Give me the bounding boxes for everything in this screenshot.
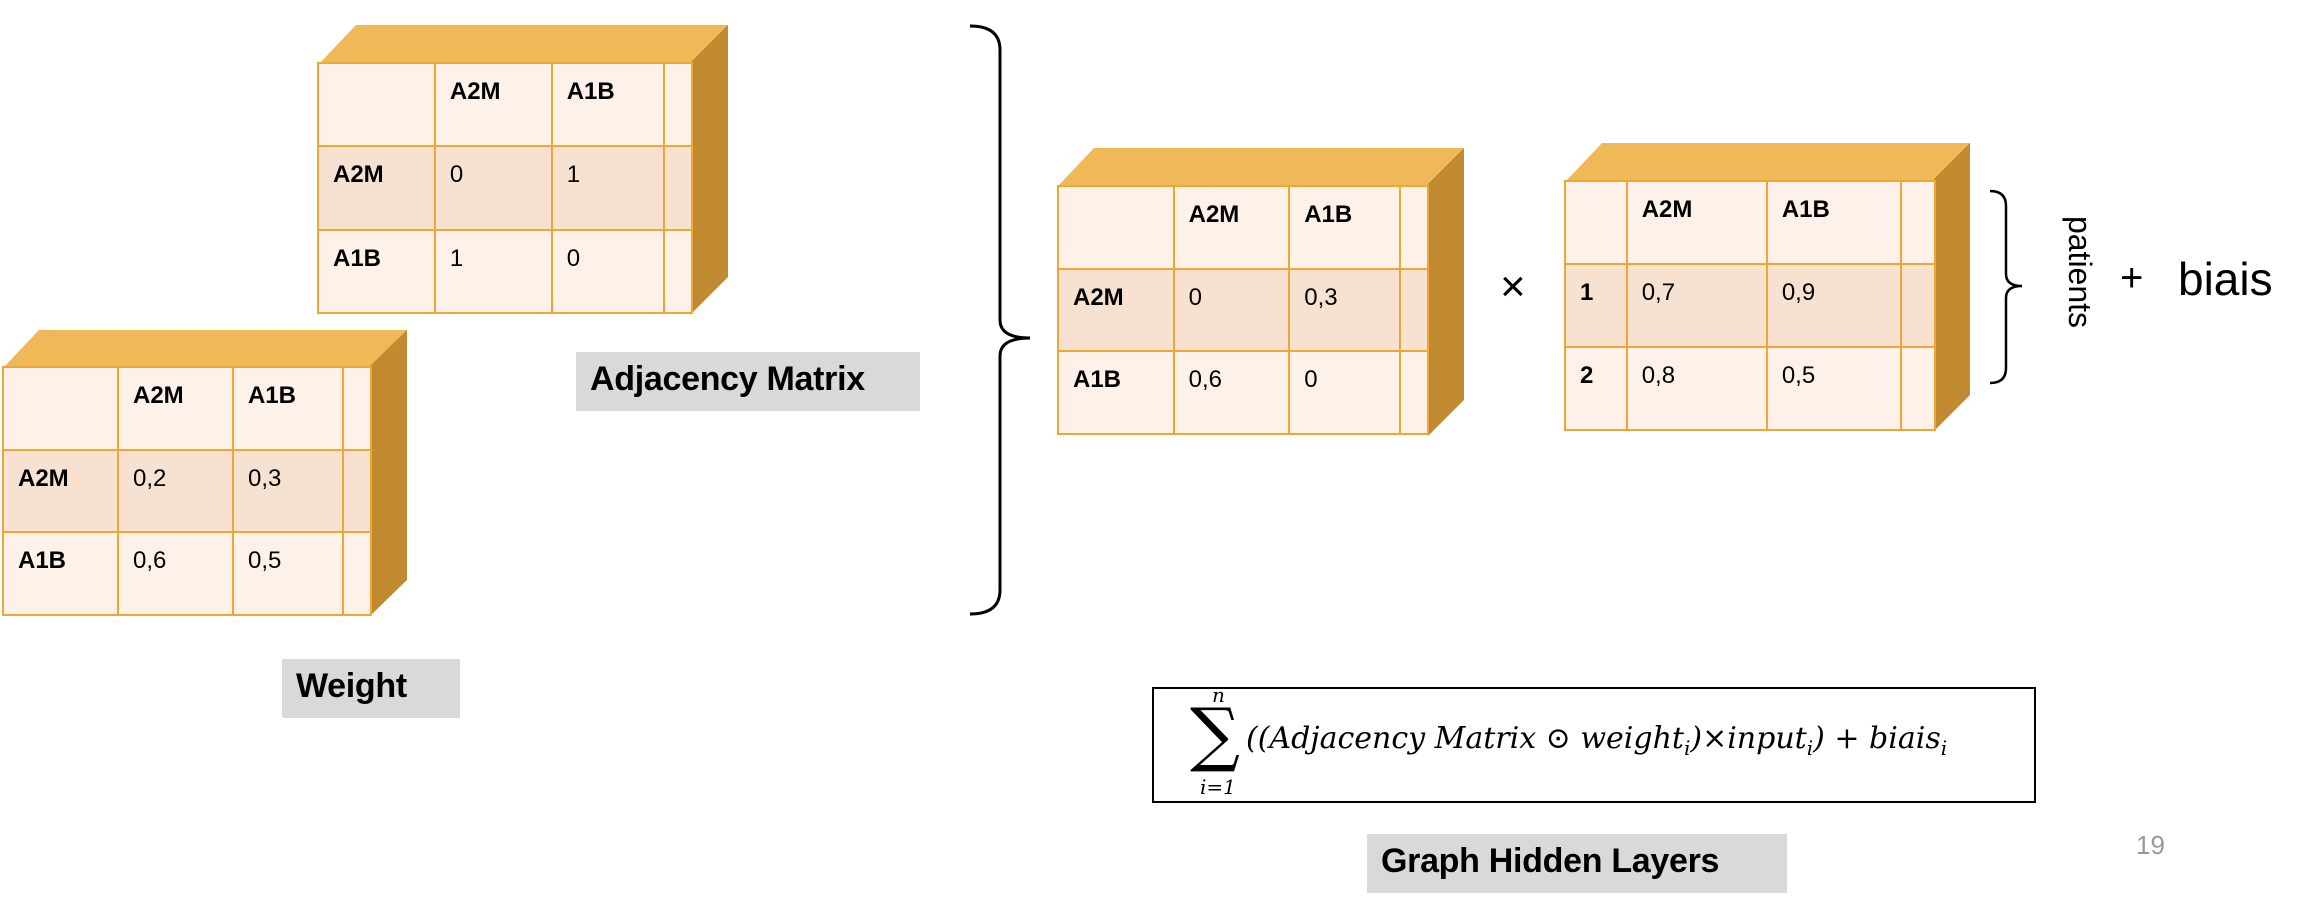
matrix-cell: 0,7 <box>1625 263 1768 348</box>
adjacency-matrix-label: Adjacency Matrix <box>576 352 920 411</box>
weight-box-top <box>3 330 407 368</box>
product-table: A2M A1B A2M 0 0,3 A1B 0,6 0 <box>1057 185 1429 435</box>
matrix-cell: 0,9 <box>1765 263 1903 348</box>
matrix-cell: 0 <box>433 145 553 231</box>
row-header: A1B <box>317 228 436 315</box>
adjacency-box-top <box>318 25 728 65</box>
column-header: A1B <box>231 366 345 451</box>
matrix-cell: 0,3 <box>1288 267 1402 353</box>
bias-label: biais <box>2178 253 2273 305</box>
matrix-cell: 1 <box>433 228 553 315</box>
grouping-brace <box>969 24 1030 616</box>
matrix-cell <box>342 531 372 616</box>
column-header: A2M <box>1625 180 1768 265</box>
row-header: A2M <box>2 448 119 534</box>
matrix-cell <box>342 448 372 534</box>
row-header: 1 <box>1564 263 1628 348</box>
sum-upper-limit: n <box>1212 683 1225 707</box>
matrix-cell: 1 <box>550 145 665 231</box>
weight-label: Weight <box>282 659 460 718</box>
input-box-top <box>1566 143 1970 181</box>
matrix-cell <box>1900 263 1936 348</box>
plus-symbol: + <box>2120 256 2144 300</box>
corner-cell <box>1057 185 1175 270</box>
product-box-side <box>1428 148 1464 436</box>
patients-label: patients <box>2062 215 2098 329</box>
corner-cell <box>317 61 436 148</box>
column-header: A1B <box>1765 180 1903 265</box>
matrix-cell: 0,8 <box>1625 346 1768 431</box>
column-header <box>1900 180 1936 265</box>
row-header: A1B <box>1057 350 1175 435</box>
column-header <box>1399 185 1429 270</box>
input-box-side <box>1934 143 1970 431</box>
matrix-cell <box>1399 350 1429 435</box>
matrix-cell: 0,2 <box>116 448 234 534</box>
patients-brace <box>1989 189 2023 385</box>
adjacency-table: A2M A1B A2M 0 1 A1B 1 0 <box>317 61 694 315</box>
matrix-cell: 0 <box>1172 267 1291 353</box>
formula-body: ((Adjacency Matrix ⊙ weight <box>1246 721 1684 756</box>
column-header: A2M <box>116 366 234 451</box>
matrix-cell <box>662 228 694 315</box>
matrix-cell: 0 <box>550 228 665 315</box>
input-table: A2M A1B 1 0,7 0,9 2 0,8 0,5 <box>1564 180 1936 431</box>
sum-lower-limit: i=1 <box>1200 775 1236 799</box>
formula-subscript: i <box>1806 736 1814 760</box>
matrix-cell <box>662 145 694 231</box>
matrix-cell: 0,6 <box>1172 350 1291 435</box>
graph-hidden-layers-label: Graph Hidden Layers <box>1367 834 1787 893</box>
column-header: A2M <box>1172 185 1291 270</box>
product-box-top <box>1058 148 1464 186</box>
sum-symbol: ∑ <box>1190 693 1240 775</box>
matrix-cell: 0,6 <box>116 531 234 616</box>
column-header: A1B <box>550 61 665 148</box>
matrix-cell <box>1900 346 1936 431</box>
row-header: 2 <box>1564 346 1628 431</box>
row-header: A2M <box>317 145 436 231</box>
row-header: A1B <box>2 531 119 616</box>
corner-cell <box>1564 180 1628 265</box>
matrix-cell: 0 <box>1288 350 1402 435</box>
formula-mid: )×input <box>1690 721 1807 756</box>
column-header: A1B <box>1288 185 1402 270</box>
formula-box: n ∑ i=1 ((Adjacency Matrix ⊙ weighti)×in… <box>1152 683 2036 803</box>
formula-subscript: i <box>1683 736 1691 760</box>
formula-tail: ) + biais <box>1813 721 1941 756</box>
adjacency-box-side <box>690 25 728 315</box>
matrix-cell <box>1399 267 1429 353</box>
column-header <box>342 366 372 451</box>
matrix-cell: 0,3 <box>231 448 345 534</box>
formula-subscript: i <box>1940 736 1948 760</box>
matrix-cell: 0,5 <box>1765 346 1903 431</box>
multiply-symbol: × <box>1500 262 1526 311</box>
page-number: 19 <box>2136 830 2165 860</box>
formula-expression: ((Adjacency Matrix ⊙ weighti)×inputi) + … <box>1246 721 1947 760</box>
corner-cell <box>2 366 119 451</box>
matrix-cell: 0,5 <box>231 531 345 616</box>
row-header: A2M <box>1057 267 1175 353</box>
column-header: A2M <box>433 61 553 148</box>
weight-table: A2M A1B A2M 0,2 0,3 A1B 0,6 0,5 <box>2 366 372 616</box>
weight-box-side <box>370 330 407 616</box>
column-header <box>662 61 694 148</box>
